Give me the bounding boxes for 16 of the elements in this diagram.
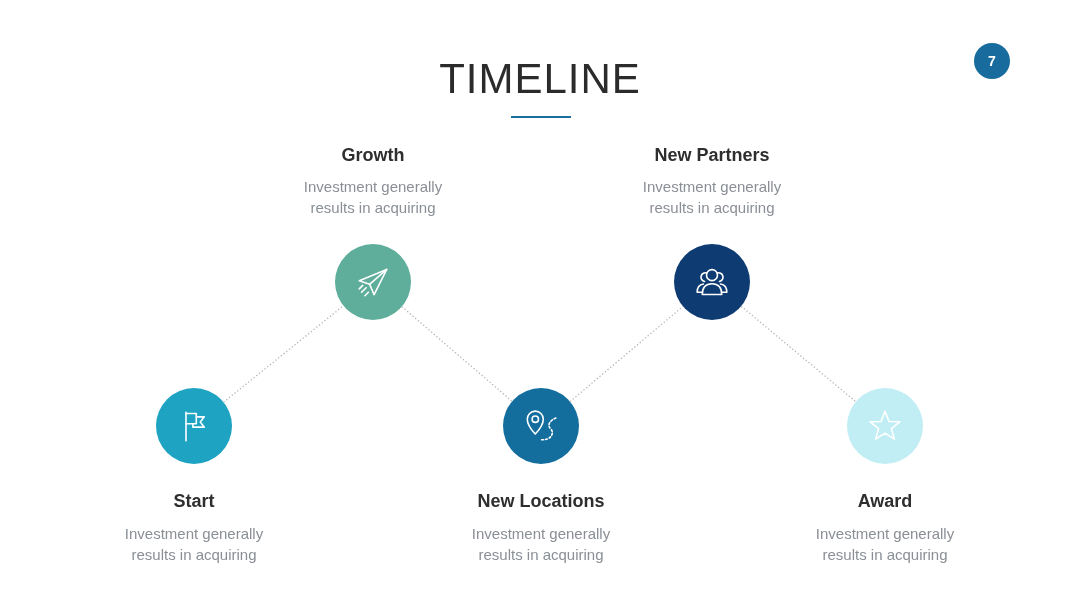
milestone-description: Investment generally results in acquiring (470, 524, 612, 565)
dotted-connector (222, 305, 345, 403)
milestone-description: Investment generally results in acquiring (302, 177, 444, 218)
milestone-description: Investment generally results in acquiring (641, 177, 783, 218)
title: TIMELINE (439, 56, 641, 102)
milestone-description: Investment generally results in acquiring (123, 524, 265, 565)
milestone-heading: Award (857, 490, 913, 513)
milestone-description: Investment generally results in acquiring (814, 524, 956, 565)
milestone-heading: New Partners (654, 144, 770, 167)
page-number-badge: 7 (974, 43, 1010, 79)
dotted-connector (569, 305, 684, 403)
dotted-connector (740, 305, 857, 403)
milestone-heading: Growth (341, 144, 405, 167)
milestone-heading: Start (173, 490, 215, 513)
dotted-connector (401, 306, 513, 402)
milestone-heading: New Locations (477, 490, 605, 513)
